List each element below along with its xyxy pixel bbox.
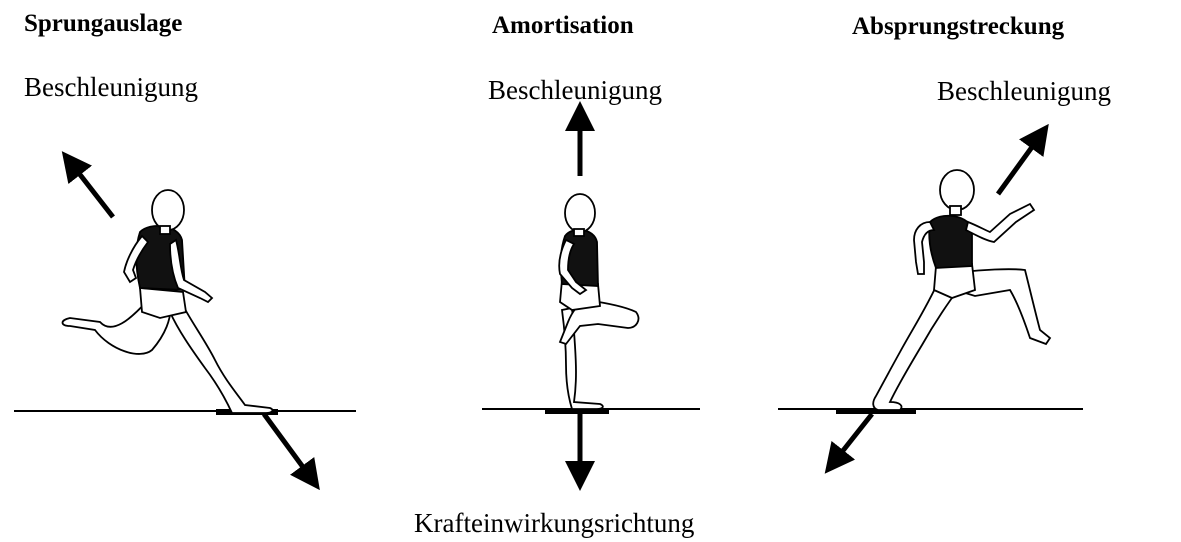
phase-title-absprungstreckung: Absprungstreckung — [852, 13, 1065, 40]
phase-1-group — [14, 151, 356, 491]
runner-figure-1 — [61, 189, 274, 414]
phase-2-group — [482, 101, 700, 491]
force-arrow-3 — [824, 412, 874, 474]
acceleration-label-3: Beschleunigung — [937, 76, 1111, 106]
phase-title-sprungauslage: Sprungauslage — [24, 10, 183, 37]
phase-title-amortisation: Amortisation — [492, 12, 634, 39]
force-direction-label: Krafteinwirkungsrichtung — [414, 508, 695, 538]
acceleration-arrow-3 — [995, 123, 1049, 196]
runner-figure-2 — [558, 193, 640, 410]
runner-figure-3 — [872, 169, 1052, 411]
force-arrow-1 — [261, 412, 320, 491]
acceleration-arrow-1 — [61, 151, 115, 219]
acceleration-label-1: Beschleunigung — [24, 72, 198, 102]
acceleration-label-2: Beschleunigung — [488, 75, 662, 105]
force-plate — [836, 408, 916, 414]
phase-3-group — [778, 123, 1083, 474]
force-plate — [545, 408, 609, 414]
